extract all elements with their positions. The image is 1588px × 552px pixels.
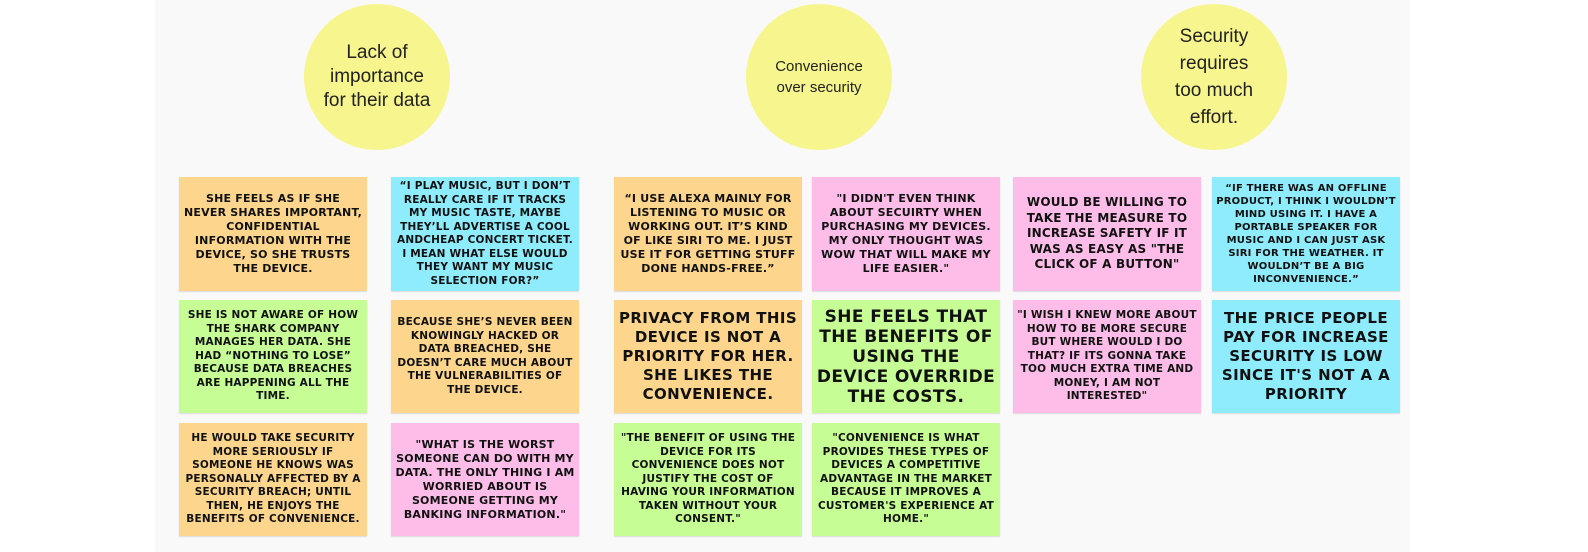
sticky-note-text: "Convenience is what provides these type… xyxy=(818,432,994,526)
sticky-note[interactable]: She is not aware of how the Shark compan… xyxy=(179,300,367,413)
sticky-note[interactable]: The price people pay for increase securi… xyxy=(1212,300,1400,413)
sticky-note-text: She feels that the benefits of using the… xyxy=(816,306,996,407)
theme-label: Convenience over security xyxy=(775,58,863,96)
sticky-note[interactable]: He would take security more seriously if… xyxy=(179,423,367,536)
sticky-note-text: “I play music, but I don’t really care i… xyxy=(397,180,573,287)
sticky-note[interactable]: “If there was an offline product, I thin… xyxy=(1212,177,1400,291)
sticky-note-text: "I didn't even think about secuirty when… xyxy=(821,192,991,275)
theme-label: Security requires too much effort. xyxy=(1174,26,1254,128)
sticky-note[interactable]: “I play music, but I don’t really care i… xyxy=(391,177,579,291)
sticky-note-text: Privacy from this device is not a priori… xyxy=(618,309,798,403)
sticky-note-text: She is not aware of how the Shark compan… xyxy=(187,309,359,403)
sticky-note[interactable]: "I wish I knew more about how to be more… xyxy=(1013,300,1201,413)
sticky-note-text: The price people pay for increase securi… xyxy=(1221,309,1391,403)
sticky-note-text: Because she’s never been knowingly hacke… xyxy=(397,316,573,396)
sticky-note[interactable]: Privacy from this device is not a priori… xyxy=(614,300,802,413)
sticky-note-text: “I use Alexa mainly for listening to mus… xyxy=(620,192,796,275)
sticky-note-text: "The benefit of using the device for its… xyxy=(620,432,796,526)
sticky-note[interactable]: "What is the worst someone can do with m… xyxy=(391,423,579,536)
sticky-note-text: He would take security more seriously if… xyxy=(185,432,361,526)
theme-circle-convenience[interactable]: Convenience over security xyxy=(746,4,892,150)
sticky-note-text: She feels as if she never shares importa… xyxy=(184,192,362,275)
sticky-note-text: "What is the worst someone can do with m… xyxy=(395,437,575,521)
sticky-note-text: Would be willing to take the measure to … xyxy=(1026,195,1188,272)
sticky-note[interactable]: "Convenience is what provides these type… xyxy=(812,423,1000,536)
sticky-note[interactable]: "I didn't even think about secuirty when… xyxy=(812,177,1000,291)
sticky-note-text: "I wish I knew more about how to be more… xyxy=(1017,309,1197,403)
theme-label: Lack of importance for their data xyxy=(323,42,431,111)
sticky-note-text: “If there was an offline product, I thin… xyxy=(1216,183,1396,285)
theme-circle-security-effort[interactable]: Security requires too much effort. xyxy=(1141,4,1287,150)
sticky-note[interactable]: Because she’s never been knowingly hacke… xyxy=(391,300,579,413)
theme-circle-lack-of-importance[interactable]: Lack of importance for their data xyxy=(304,4,450,150)
sticky-note[interactable]: She feels that the benefits of using the… xyxy=(812,300,1000,413)
sticky-note[interactable]: “I use Alexa mainly for listening to mus… xyxy=(614,177,802,291)
sticky-note[interactable]: She feels as if she never shares importa… xyxy=(179,177,367,291)
sticky-note[interactable]: Would be willing to take the measure to … xyxy=(1013,177,1201,291)
sticky-note[interactable]: "The benefit of using the device for its… xyxy=(614,423,802,536)
